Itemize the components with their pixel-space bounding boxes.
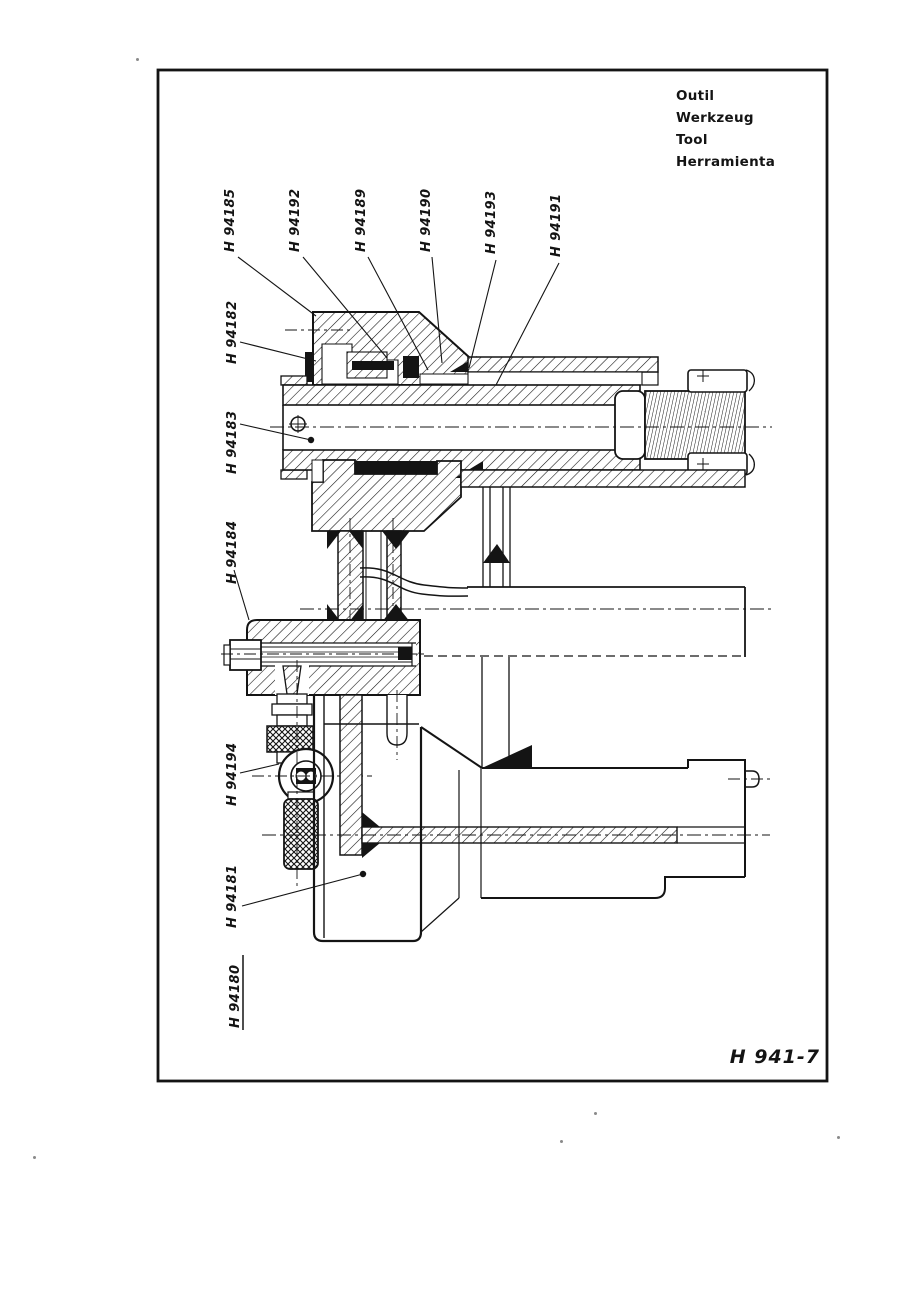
s-pipe xyxy=(359,567,469,597)
title-line-herramienta: Herramienta xyxy=(676,154,775,170)
vertical-tie-bar xyxy=(481,487,511,768)
middle-tube xyxy=(424,586,746,657)
part-label-h94190: H 94190 xyxy=(419,189,434,252)
lower-cap-section xyxy=(311,459,483,532)
upper-sleeve-plate xyxy=(467,356,659,386)
page-border xyxy=(156,68,829,1083)
knurled-handle xyxy=(283,798,319,870)
part-label-h94185: H 94185 xyxy=(223,189,238,252)
title-line-tool: Tool xyxy=(676,132,708,148)
cap-nut-section xyxy=(285,311,477,386)
bell-housing xyxy=(312,695,770,943)
part-label-h94191: H 94191 xyxy=(549,194,564,257)
center-rod xyxy=(339,694,745,858)
part-label-h94193: H 94193 xyxy=(484,191,499,254)
scan-speck xyxy=(136,58,139,61)
part-label-h94183: H 94183 xyxy=(225,411,240,474)
threaded-end-section xyxy=(614,369,755,476)
assembly-geometry xyxy=(221,256,772,943)
part-label-h94194: H 94194 xyxy=(225,743,240,806)
lower-sleeve-plate xyxy=(460,469,746,488)
scan-speck xyxy=(594,1112,597,1115)
part-label-h94184: H 94184 xyxy=(225,521,240,584)
scan-speck xyxy=(837,1136,840,1139)
part-label-h94192: H 94192 xyxy=(288,189,303,252)
flange-block xyxy=(221,619,425,696)
guide-pin xyxy=(386,690,408,760)
title-line-werkzeug: Werkzeug xyxy=(676,110,754,126)
part-label-h94180: H 94180 xyxy=(228,965,243,1028)
scan-speck xyxy=(560,1140,563,1143)
part-label-h94181: H 94181 xyxy=(225,865,240,928)
part-labels: H 94185 H 94192 H 94189 H 94190 H 94193 … xyxy=(223,189,564,1030)
title-line-outil: Outil xyxy=(676,88,714,104)
centerlines xyxy=(262,426,772,836)
drawing-number: H 941-7 xyxy=(730,1046,820,1068)
part-label-h94182: H 94182 xyxy=(225,301,240,364)
part-label-h94189: H 94189 xyxy=(354,189,369,252)
leader-lines xyxy=(233,256,560,907)
scan-speck xyxy=(33,1156,36,1159)
bolt-hex-head xyxy=(229,639,262,671)
title-block: Outil Werkzeug Tool Herramienta xyxy=(676,88,775,170)
